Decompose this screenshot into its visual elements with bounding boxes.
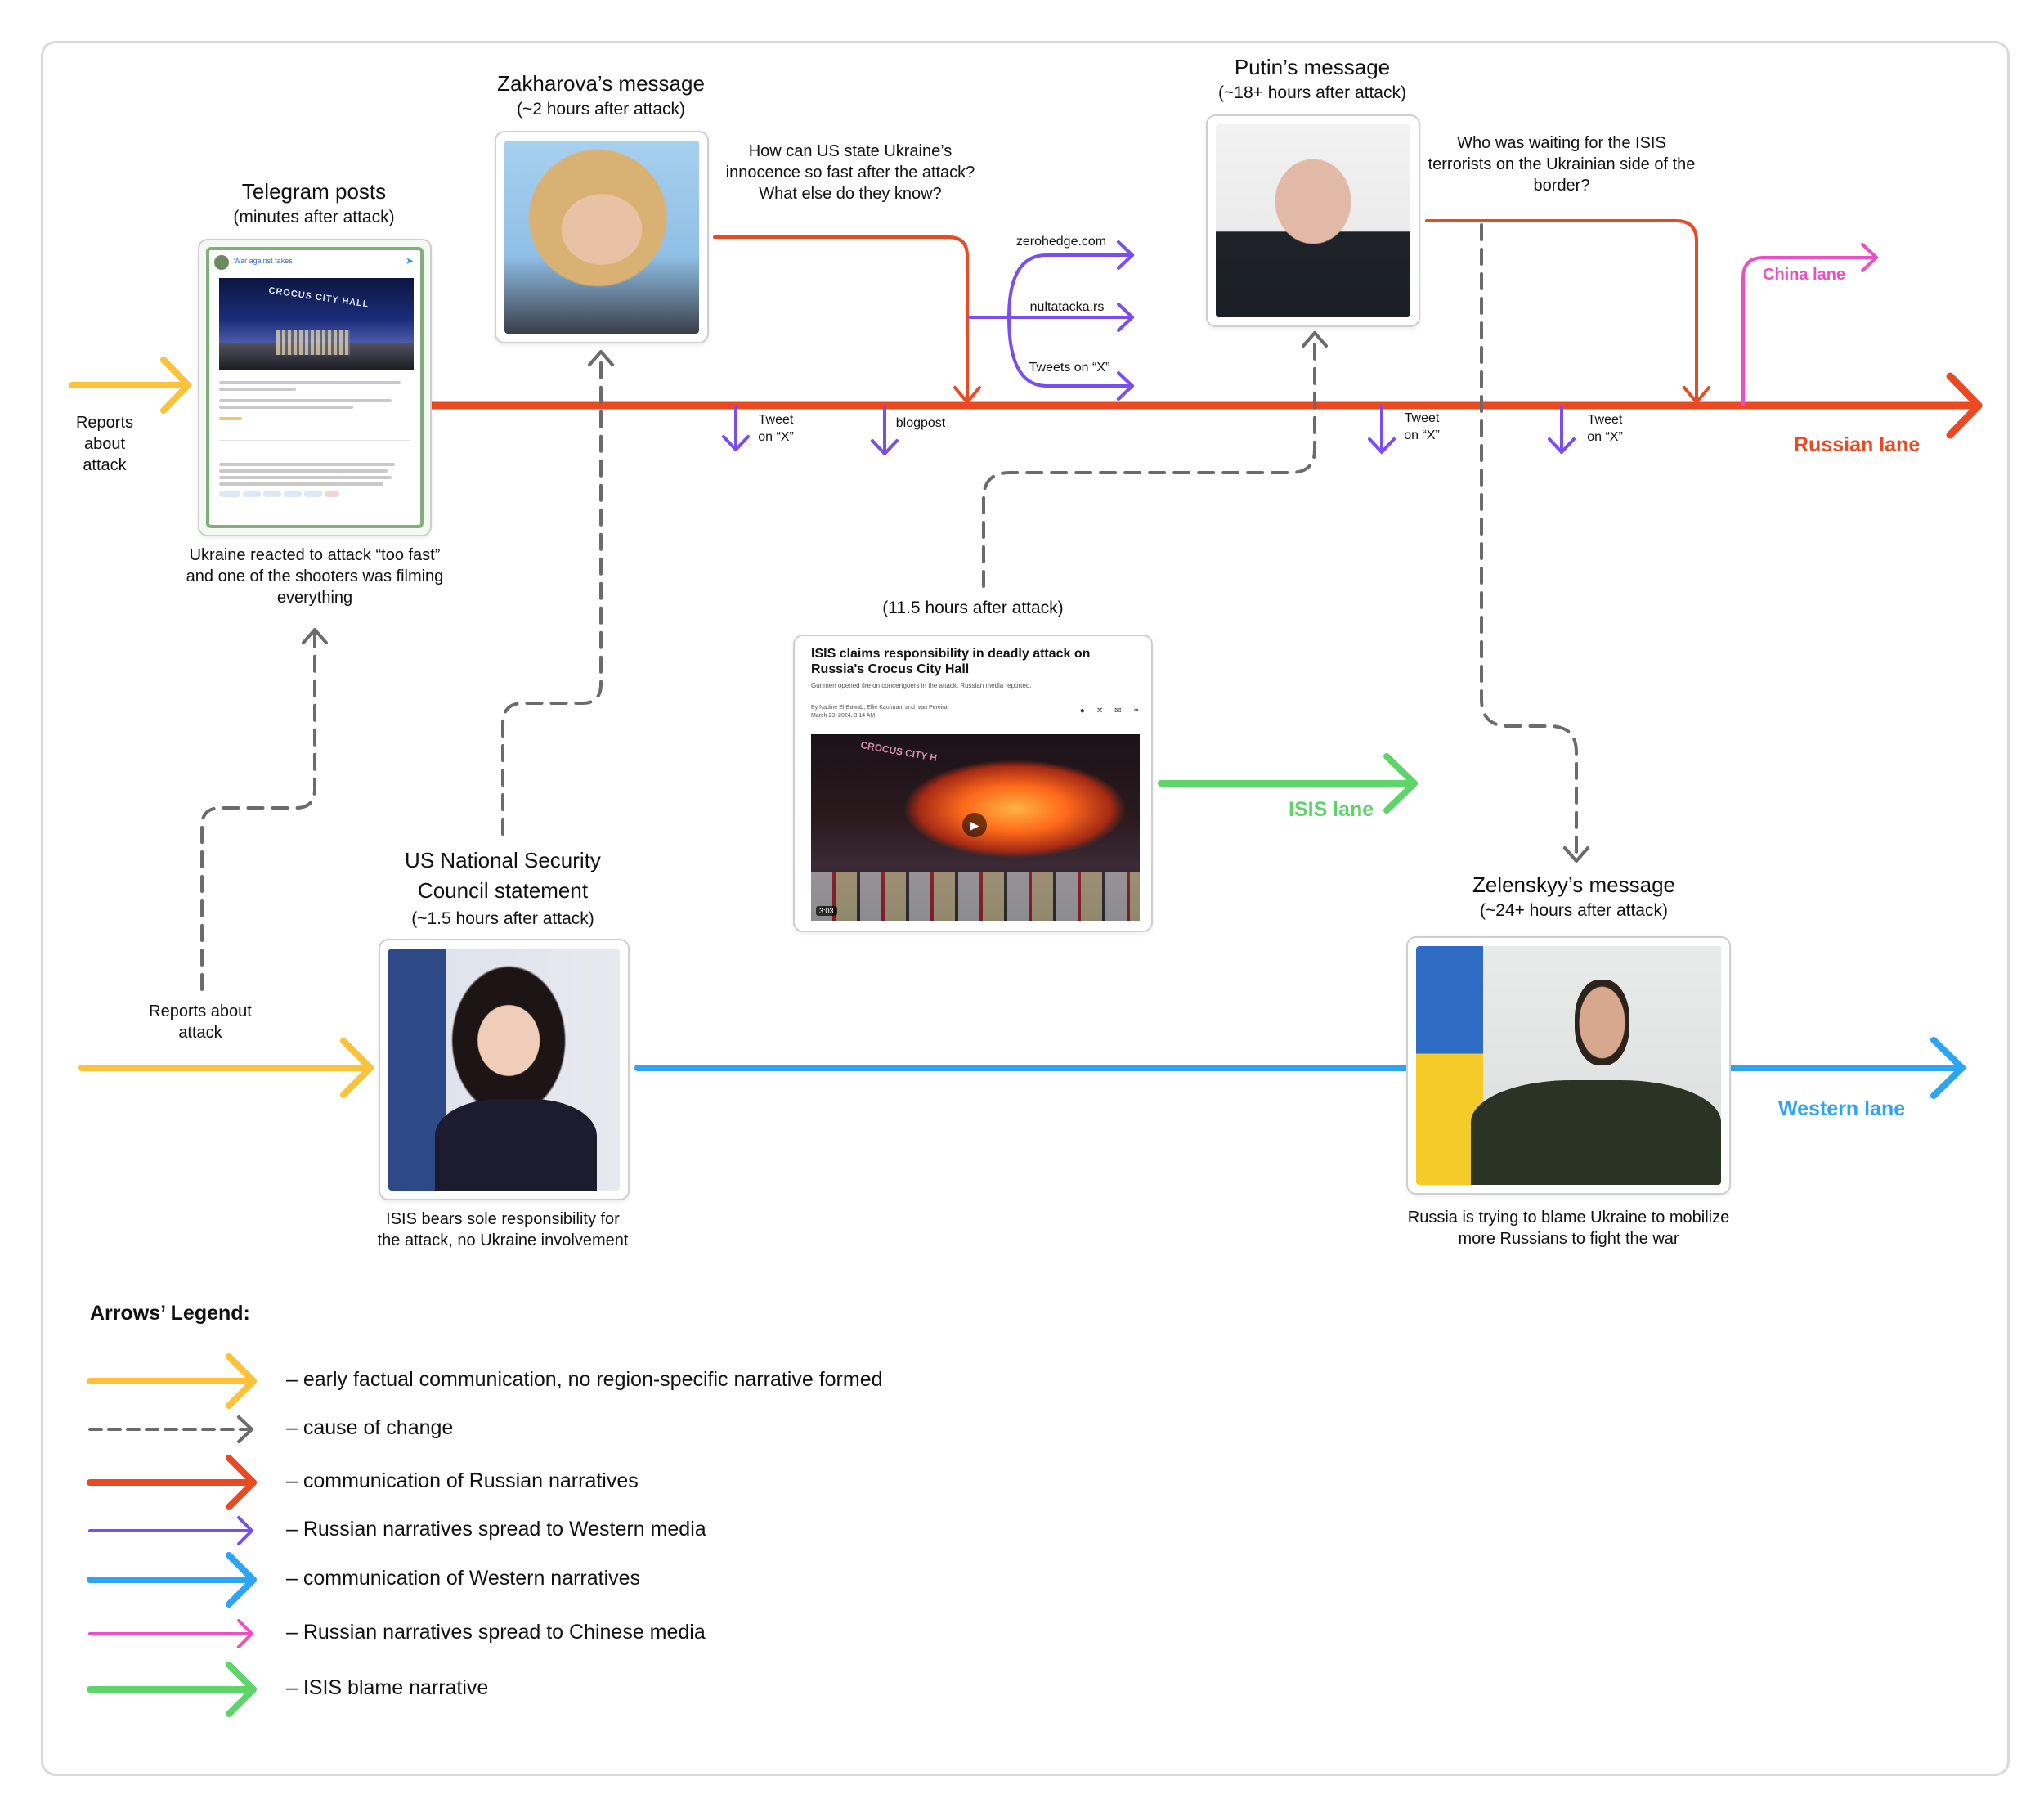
isis-news-time: (11.5 hours after attack) bbox=[882, 599, 1064, 617]
zakharova-to-lane-arrow bbox=[713, 235, 981, 404]
putin-photo-card[interactable] bbox=[1206, 114, 1420, 327]
tweet-label-1: Tweet on “X” bbox=[758, 413, 794, 444]
isis-lane-label: ISIS lane bbox=[1289, 798, 1374, 821]
isis-news-card[interactable]: ISIS claims responsibility in deadly att… bbox=[793, 635, 1153, 932]
zelenskyy-title: Zelenskyy’s message bbox=[1472, 872, 1676, 897]
video-duration: 3:03 bbox=[816, 906, 837, 916]
telegram-title: Telegram posts bbox=[241, 179, 387, 204]
legend-blue-label: – communication of Western narratives bbox=[286, 1567, 641, 1590]
reports-top-label: Reports about attack bbox=[75, 414, 134, 474]
isis-news-headline: ISIS claims responsibility in deadly att… bbox=[811, 647, 1091, 677]
cause-arrowhead-putin bbox=[1302, 331, 1328, 348]
putin-to-lane-arrow bbox=[1425, 219, 1710, 404]
china-lane-label: China lane bbox=[1763, 266, 1846, 284]
channel-avatar bbox=[214, 255, 229, 270]
x-share-icon[interactable]: ✕ bbox=[1096, 706, 1104, 715]
zelenskyy-caption: Russia is trying to blame Ukraine to mob… bbox=[1407, 1209, 1730, 1248]
zelenskyy-photo bbox=[1416, 946, 1721, 1185]
legend-green-label: – ISIS blame narrative bbox=[286, 1676, 489, 1699]
western-lane-label: Western lane bbox=[1778, 1097, 1906, 1120]
cause-of-change-arrows bbox=[200, 223, 1578, 991]
legend-pink-label: – Russian narratives spread to Chinese m… bbox=[286, 1621, 706, 1644]
telegram-time: (minutes after attack) bbox=[233, 208, 395, 226]
zakharova-time: (~2 hours after attack) bbox=[516, 100, 685, 119]
us-nsc-title-line2: Council statement bbox=[417, 878, 589, 903]
isis-news-dek: Gunmen opened fire on concertgoers in th… bbox=[811, 682, 1032, 689]
blogpost-label: blogpost bbox=[895, 416, 946, 430]
us-nsc-time: (~1.5 hours after attack) bbox=[411, 909, 594, 928]
putin-quote: Who was waiting for the ISIS terrorists … bbox=[1428, 134, 1696, 195]
reports-bottom-label: Reports about attack bbox=[149, 1002, 252, 1042]
link-share-icon[interactable]: ⚭ bbox=[1132, 706, 1140, 715]
isis-news-date: March 23, 2024, 3:14 AM bbox=[811, 713, 876, 719]
fire-video-thumbnail[interactable]: CROCUS CITY H ▶ 3:03 bbox=[811, 734, 1140, 921]
legend-purple-label: – Russian narratives spread to Western m… bbox=[286, 1518, 706, 1541]
telegram-post-card[interactable]: War against fakes ➤ CROCUS CITY HALL bbox=[198, 239, 432, 536]
legend-yellow-label: – early factual communication, no region… bbox=[286, 1368, 883, 1391]
cause-arrowhead-zakharova bbox=[588, 350, 614, 366]
email-share-icon[interactable]: ✉ bbox=[1114, 706, 1122, 715]
crocus-sign-text: CROCUS CITY HALL bbox=[267, 285, 370, 310]
russian-lane-label: Russian lane bbox=[1794, 433, 1921, 456]
western-media-spread-arrows bbox=[722, 240, 1576, 455]
reports-bottom-arrow bbox=[78, 1038, 374, 1098]
zelenskyy-photo-card[interactable] bbox=[1406, 936, 1731, 1195]
zakharova-title: Zakharova’s message bbox=[497, 71, 705, 96]
legend-red-label: – communication of Russian narratives bbox=[286, 1469, 639, 1492]
facebook-share-icon[interactable]: ● bbox=[1079, 706, 1085, 715]
zakharova-photo-card[interactable] bbox=[495, 131, 709, 343]
crocus-hall-image: CROCUS CITY HALL bbox=[219, 278, 414, 370]
legend-title: Arrows’ Legend: bbox=[90, 1302, 250, 1325]
isis-lane-arrow bbox=[1158, 753, 1418, 814]
nultatacka-label: nultatacka.rs bbox=[1029, 300, 1105, 314]
legend-gray-label: – cause of change bbox=[286, 1416, 454, 1439]
telegram-reply-text-lines bbox=[219, 460, 410, 497]
cause-arrowhead-zelenskyy bbox=[1563, 846, 1589, 863]
us-nsc-photo bbox=[388, 949, 620, 1191]
play-icon[interactable]: ▶ bbox=[962, 813, 987, 837]
zelenskyy-time: (~24+ hours after attack) bbox=[1480, 901, 1668, 920]
putin-time: (~18+ hours after attack) bbox=[1218, 83, 1406, 102]
putin-title: Putin’s message bbox=[1234, 55, 1391, 79]
zakharova-quote: How can US state Ukraine’s innocence so … bbox=[725, 142, 975, 203]
us-nsc-caption: ISIS bears sole responsibility for the a… bbox=[377, 1210, 629, 1249]
us-nsc-photo-card[interactable] bbox=[379, 939, 630, 1200]
tweets-x-label: Tweets on “X” bbox=[1029, 361, 1110, 375]
tweet-label-3: Tweet on “X” bbox=[1587, 413, 1623, 444]
share-icons: ● ✕ ✉ ⚭ bbox=[1080, 706, 1140, 715]
telegram-caption: Ukraine reacted to attack “too fast” and… bbox=[186, 546, 444, 607]
putin-photo bbox=[1216, 124, 1410, 317]
zakharova-photo bbox=[504, 141, 699, 334]
china-lane-arrow bbox=[1741, 243, 1878, 406]
western-lane-arrow bbox=[634, 1037, 1966, 1099]
cause-arrowhead-telegram bbox=[302, 628, 328, 644]
telegram-post-text-lines bbox=[219, 378, 410, 424]
telegram-channel-name: War against fakes bbox=[234, 257, 293, 265]
reports-top-arrow bbox=[69, 357, 191, 414]
us-nsc-title-line1: US National Security bbox=[405, 848, 601, 872]
legend-arrows bbox=[87, 1353, 257, 1717]
russian-lane-arrow bbox=[428, 372, 1983, 439]
tweet-label-2: Tweet on “X” bbox=[1404, 411, 1440, 442]
isis-news-byline: By Nadine El-Bawab, Ellie Kaufman, and I… bbox=[811, 705, 948, 711]
zerohedge-label: zerohedge.com bbox=[1015, 235, 1107, 249]
telegram-send-icon: ➤ bbox=[405, 255, 414, 267]
